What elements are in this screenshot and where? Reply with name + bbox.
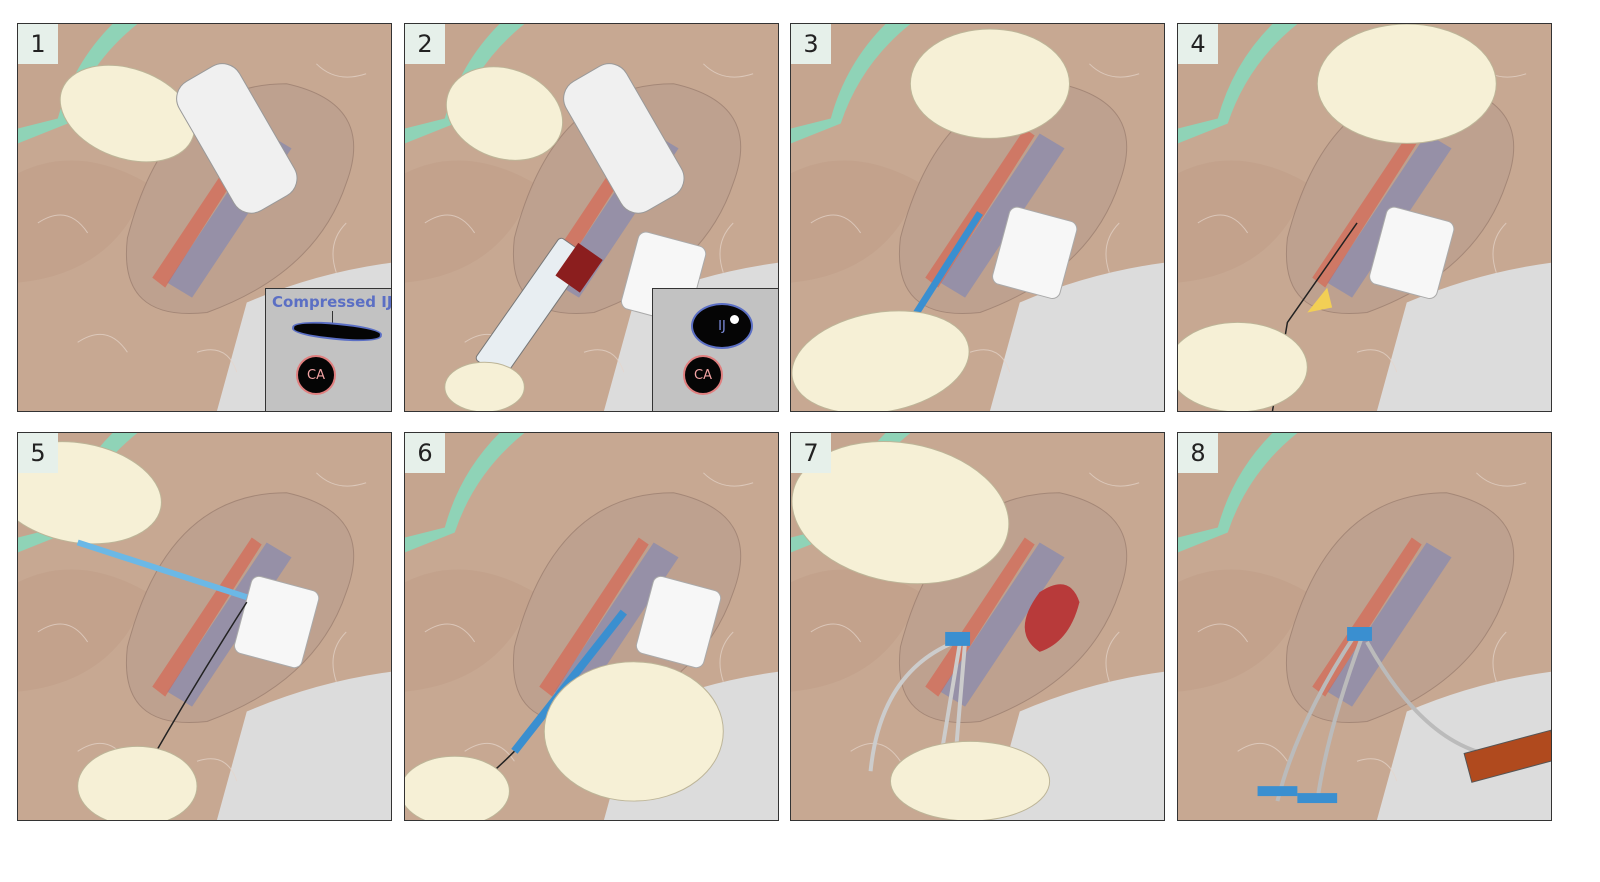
gloved-hand bbox=[791, 310, 970, 411]
gloved-hand bbox=[405, 755, 510, 820]
line-clamp bbox=[1297, 793, 1338, 804]
gauze-pad bbox=[233, 575, 320, 669]
step-panel-5: 5 bbox=[17, 432, 392, 821]
blood-flash bbox=[555, 242, 603, 293]
step-number: 6 bbox=[405, 433, 445, 473]
step-number: 3 bbox=[791, 24, 831, 64]
step-number: 7 bbox=[791, 433, 831, 473]
compressed-ij-label: Compressed IJ bbox=[272, 293, 392, 311]
gauze-pad bbox=[1369, 206, 1455, 299]
illustration-aspirate-flush bbox=[1178, 433, 1551, 820]
blood-spill bbox=[1024, 584, 1080, 652]
carotid-artery: CA bbox=[296, 355, 336, 395]
gloved-hand bbox=[543, 661, 724, 802]
illustration-needle-aspiration bbox=[405, 24, 778, 411]
step-panel-4: 4 bbox=[1177, 23, 1552, 412]
gauze-pad bbox=[635, 575, 722, 669]
illustration-skin-incision bbox=[18, 433, 391, 820]
gloved-hand bbox=[59, 64, 196, 163]
gloved-hand bbox=[445, 66, 564, 161]
gloved-hand bbox=[1178, 321, 1308, 411]
illustration-dilator bbox=[405, 433, 778, 820]
gloved-hand bbox=[444, 361, 525, 411]
step-panel-8: 8 bbox=[1177, 432, 1552, 821]
gauze-pad bbox=[992, 206, 1078, 299]
gloved-hand bbox=[1316, 24, 1497, 144]
step-panel-6: 6 bbox=[404, 432, 779, 821]
carotid-artery: CA bbox=[683, 355, 723, 395]
carotid-artery-label: CA bbox=[307, 367, 325, 383]
catheter-hub bbox=[945, 631, 971, 646]
gloved-hand bbox=[77, 745, 198, 820]
gloved-hand bbox=[791, 440, 1010, 585]
scalpel bbox=[76, 539, 248, 600]
catheter-hub bbox=[1347, 626, 1372, 641]
step-number: 8 bbox=[1178, 433, 1218, 473]
ultrasound-probe bbox=[176, 63, 298, 214]
syringe bbox=[1463, 729, 1551, 783]
gloved-hand bbox=[909, 28, 1071, 139]
dilator bbox=[511, 609, 627, 754]
gloved-hand bbox=[889, 740, 1051, 820]
step-panel-7: 7 bbox=[790, 432, 1165, 821]
illustration-catheter-insertion bbox=[791, 433, 1164, 820]
ultrasound-inset-compressed: Compressed IJ CA bbox=[265, 288, 391, 411]
internal-jugular-vein: IJ bbox=[691, 303, 753, 349]
ultrasound-inset-open: IJ CA bbox=[652, 288, 778, 411]
catheter-lines bbox=[1275, 630, 1478, 802]
compressed-internal-jugular-vein bbox=[291, 318, 383, 345]
step-panel-2: 2 IJ CA bbox=[404, 23, 779, 412]
line-clamp bbox=[1257, 786, 1298, 797]
needle-tip-dot bbox=[730, 315, 739, 324]
step-panel-3: 3 bbox=[790, 23, 1165, 412]
step-number: 2 bbox=[405, 24, 445, 64]
illustration-needle-removal bbox=[1178, 24, 1551, 411]
label-pointer bbox=[332, 311, 333, 329]
arrow-icon bbox=[1307, 287, 1333, 313]
step-number: 4 bbox=[1178, 24, 1218, 64]
catheter-lines bbox=[868, 640, 968, 772]
step-panel-1: 1 Compressed IJ CA bbox=[17, 23, 392, 412]
ij-label: IJ bbox=[718, 318, 726, 334]
ultrasound-probe bbox=[563, 63, 685, 214]
illustration-guidewire-advance bbox=[791, 24, 1164, 411]
carotid-artery-label: CA bbox=[694, 367, 712, 383]
step-number: 5 bbox=[18, 433, 58, 473]
step-number: 1 bbox=[18, 24, 58, 64]
